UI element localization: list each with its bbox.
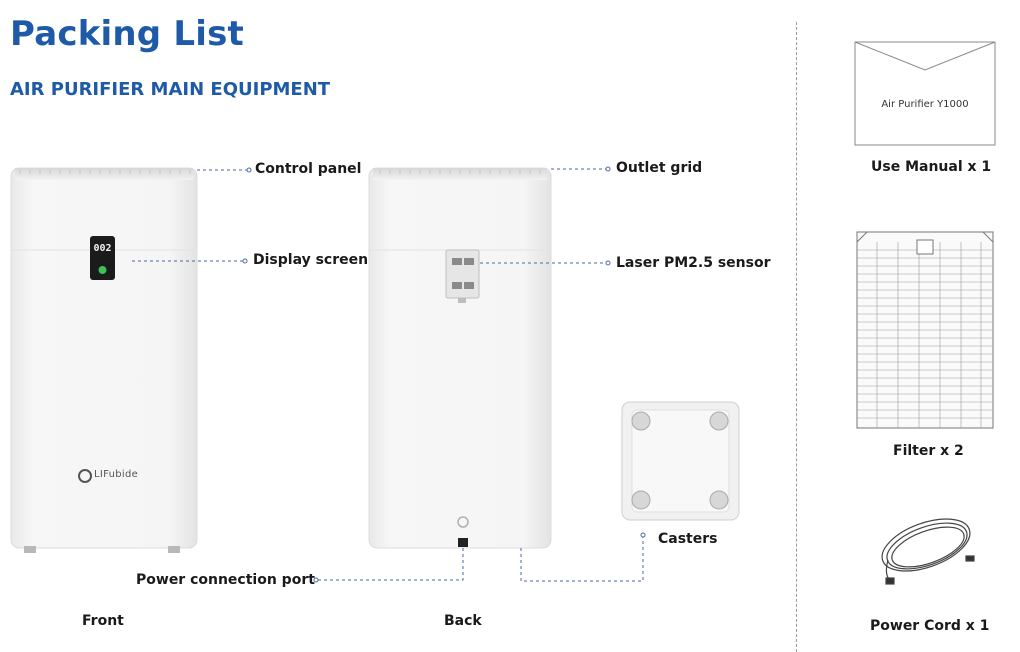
manual-cover-text: Air Purifier Y1000 xyxy=(881,99,969,110)
front-purifier xyxy=(10,167,198,553)
filter-illustration xyxy=(856,231,994,429)
laser-sensor-module xyxy=(445,249,480,303)
back-purifier xyxy=(368,167,552,549)
caption-front: Front xyxy=(82,613,124,629)
display-screen xyxy=(90,236,115,280)
label-display-screen: Display screen xyxy=(253,252,369,268)
section-subtitle: AIR PURIFIER MAIN EQUIPMENT xyxy=(10,79,331,100)
label-casters: Casters xyxy=(658,531,718,547)
section-divider xyxy=(796,22,797,652)
caption-cord: Power Cord x 1 xyxy=(870,618,990,634)
brand-name: LIFubide xyxy=(94,469,139,480)
power-connection-port xyxy=(458,538,468,547)
caption-manual: Use Manual x 1 xyxy=(871,159,992,175)
rear-button-icon xyxy=(457,516,469,528)
label-power-port: Power connection port xyxy=(136,572,315,588)
caption-back: Back xyxy=(444,613,482,629)
caption-filter: Filter x 2 xyxy=(893,443,964,459)
label-outlet-grid: Outlet grid xyxy=(616,160,703,176)
power-cord-illustration xyxy=(881,518,975,585)
brand-logo-icon xyxy=(78,469,92,483)
page-title: Packing List xyxy=(10,14,244,54)
casters-base xyxy=(621,401,740,521)
manual-envelope xyxy=(854,41,996,146)
eco-leaf-icon xyxy=(98,266,107,274)
label-laser-sensor: Laser PM2.5 sensor xyxy=(616,255,771,271)
display-reading: 002 xyxy=(93,243,112,254)
label-control-panel: Control panel xyxy=(255,161,362,177)
